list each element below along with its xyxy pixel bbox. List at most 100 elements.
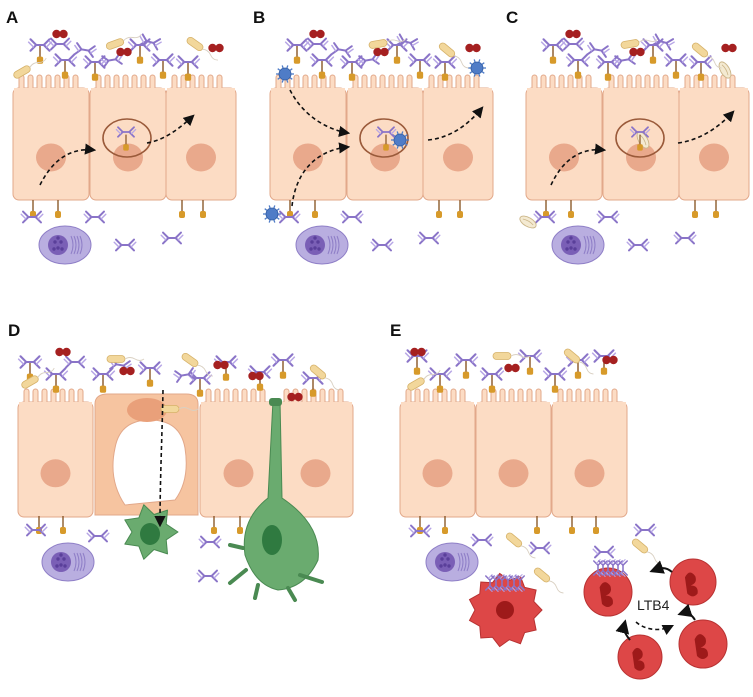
virus-capsid xyxy=(393,133,407,147)
receptor-head xyxy=(256,383,264,391)
bacterium-body xyxy=(492,352,512,360)
epithelial-cell xyxy=(269,74,347,201)
antibody-arm xyxy=(65,355,85,363)
antibody-arm xyxy=(331,48,351,58)
antigen-receptor-icon xyxy=(196,378,204,397)
antibody-arm xyxy=(198,569,218,577)
antibody-chain xyxy=(407,56,433,63)
antigen-receptor-icon xyxy=(551,374,559,393)
microvilli-base xyxy=(477,402,550,406)
cell-nucleus xyxy=(549,143,579,172)
antigen-receptor-icon xyxy=(526,356,534,375)
epithelial-cell xyxy=(12,74,90,201)
antibody-arm xyxy=(665,58,687,67)
microvilli-base xyxy=(14,88,88,92)
chromatin xyxy=(573,247,577,251)
antibody-arm xyxy=(386,43,408,52)
antibody-arm xyxy=(139,366,161,375)
er-fold xyxy=(336,235,340,255)
antibody-icon xyxy=(138,33,162,51)
red-particle-icon xyxy=(119,366,135,376)
m-cell-transport-arrow xyxy=(154,389,166,528)
bacterium-body xyxy=(620,39,640,49)
microvillus xyxy=(450,388,457,405)
er-fold xyxy=(70,235,74,255)
antibody-chain xyxy=(113,241,137,248)
flagellum xyxy=(197,364,213,377)
bacterium-body xyxy=(407,377,425,391)
microvillus xyxy=(558,74,565,91)
arrow-icon xyxy=(677,603,696,621)
antibody-arm xyxy=(455,358,477,367)
particle xyxy=(126,366,135,376)
antibody-arm xyxy=(665,53,687,62)
receptor-head xyxy=(123,144,129,151)
antibody-icon xyxy=(503,574,513,592)
particle xyxy=(636,47,645,57)
antibody-chain xyxy=(331,44,354,54)
antibody-arm xyxy=(495,575,501,591)
microvillus xyxy=(23,388,30,405)
er-fold xyxy=(586,235,590,255)
basolateral-receptor xyxy=(442,527,448,534)
antibody-arm xyxy=(503,575,509,591)
virus-spike xyxy=(404,134,408,137)
antibody-arm xyxy=(342,210,362,218)
antibody-icon xyxy=(175,55,201,69)
bacterium-icon xyxy=(438,42,469,69)
microvillus xyxy=(397,74,404,91)
virus-spike xyxy=(281,65,284,69)
antibody-chain xyxy=(470,536,494,543)
receptor-head xyxy=(436,385,444,393)
virus-icon xyxy=(468,59,486,77)
red-particle-icon xyxy=(465,43,481,53)
bacterium-body xyxy=(631,538,649,554)
microvillus xyxy=(41,388,48,405)
bacterium-body xyxy=(181,352,199,368)
bacterium-body xyxy=(505,532,523,548)
microvillus xyxy=(473,74,480,91)
microvillus xyxy=(729,74,736,91)
antigen-receptor-icon xyxy=(52,374,60,393)
virus-spike xyxy=(396,145,399,149)
chromatin xyxy=(447,564,451,568)
receptor-head xyxy=(348,73,356,81)
receptor-head xyxy=(383,144,389,151)
neutrophil-nucleus xyxy=(496,601,514,619)
antibody-arm xyxy=(515,575,521,591)
antibody-arm xyxy=(129,43,151,52)
red-particle-icon xyxy=(410,347,426,357)
er-fold xyxy=(73,235,77,255)
basolateral-receptor xyxy=(436,211,442,218)
antibody-chain xyxy=(52,56,78,63)
antibody-chain xyxy=(518,574,523,592)
bacterium-icon xyxy=(186,36,218,61)
antigen-receptor-icon xyxy=(649,45,657,64)
antibody-chain xyxy=(270,356,296,363)
microvillus xyxy=(684,74,691,91)
bacterium-icon xyxy=(691,42,722,69)
neutrophil-icon xyxy=(617,634,663,680)
antibody-arm xyxy=(563,43,583,51)
virus-capsid xyxy=(265,207,279,221)
antibody-icon xyxy=(533,210,557,224)
microvillus xyxy=(414,388,421,405)
neutrophil-nucleus xyxy=(684,572,698,597)
particle xyxy=(116,47,125,57)
antibody-icon xyxy=(83,210,107,224)
particle xyxy=(721,43,730,53)
antibody-arm xyxy=(406,354,428,363)
antibody-chain xyxy=(479,370,505,377)
antibody-chain xyxy=(494,574,499,592)
antibody-arm xyxy=(117,126,135,133)
microvillus xyxy=(423,388,430,405)
microvillus xyxy=(302,74,309,91)
dendrite-tip xyxy=(269,398,282,406)
plasma-cell-icon xyxy=(295,225,349,265)
antibody-arm xyxy=(419,231,439,239)
particle xyxy=(123,47,132,57)
antibody-icon xyxy=(115,126,137,138)
particle xyxy=(609,355,618,365)
antibody-icon xyxy=(27,38,53,52)
microvillus xyxy=(531,74,538,91)
